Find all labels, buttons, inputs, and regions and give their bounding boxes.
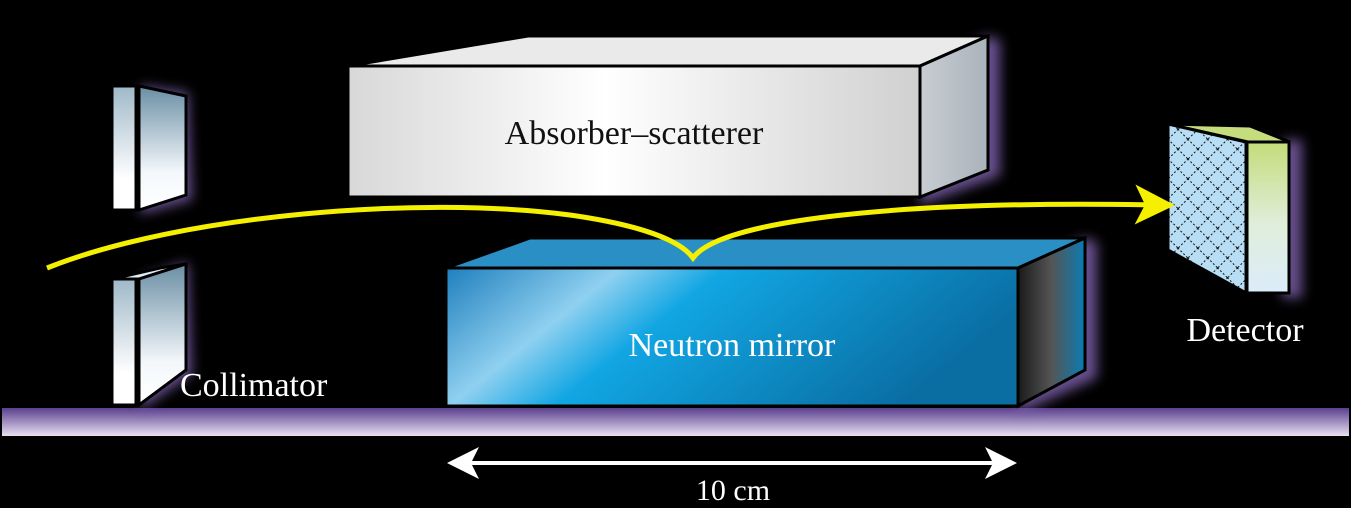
absorber-scatterer-block	[346, 33, 990, 200]
collimator-bottom-plate	[110, 261, 188, 408]
scale-label: 10 cm	[696, 474, 770, 507]
collimator-label: Collimator	[180, 367, 328, 404]
collimator-top-plate	[110, 84, 188, 213]
detector-label: Detector	[1186, 312, 1304, 349]
absorber-label: Absorber–scatterer	[505, 115, 764, 152]
floor	[2, 408, 1349, 436]
mirror-label: Neutron mirror	[629, 327, 836, 364]
neutron-mirror-block	[444, 235, 1087, 409]
detector	[1166, 122, 1291, 296]
neutron-trajectory	[46, 184, 1175, 271]
